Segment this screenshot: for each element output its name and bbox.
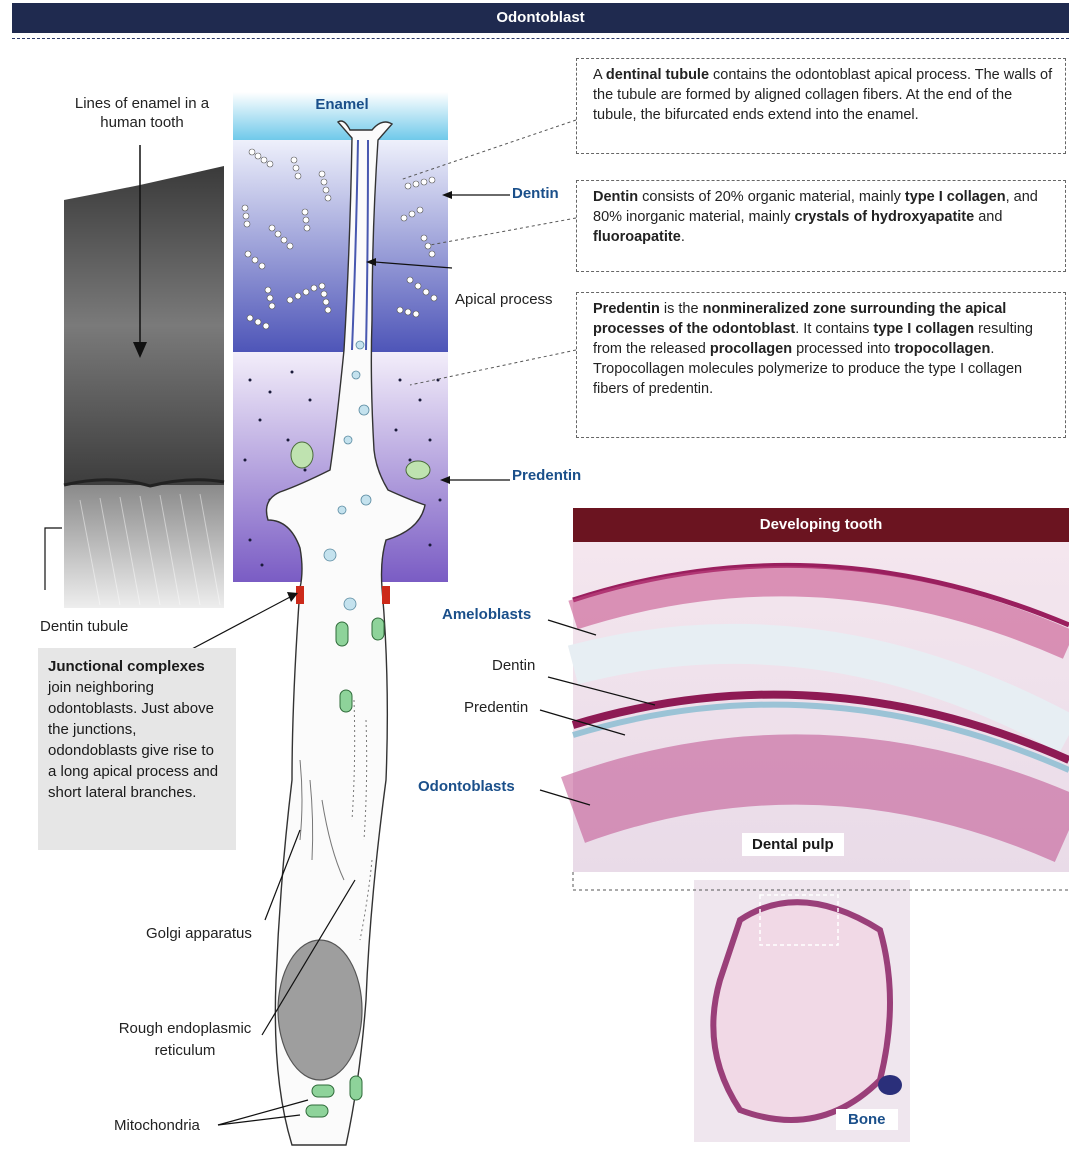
dentin-term-2: type I collagen [905, 189, 1006, 205]
dentin-term-4: fluoroapatite [593, 229, 681, 245]
label-lines-of-enamel: Lines of enamel in a human tooth [62, 94, 222, 132]
dentin-term: Dentin [593, 189, 638, 205]
predentin-info-box: Predentin is the nonmineralized zone sur… [576, 292, 1066, 438]
junctional-complex-right [382, 586, 390, 604]
dentin-text-1: consists of 20% organic material, mainly [638, 189, 905, 205]
dentin-info-box: Dentin consists of 20% organic material,… [576, 180, 1066, 272]
developing-tooth-header: Developing tooth [573, 508, 1069, 542]
label-dental-pulp: Dental pulp [742, 833, 844, 856]
label-odontoblasts: Odontoblasts [418, 778, 515, 795]
tooth-section-photo [694, 880, 910, 1142]
developing-tooth-title: Developing tooth [573, 516, 1069, 533]
label-dentin: Dentin [512, 185, 559, 202]
label-ameloblasts: Ameloblasts [442, 606, 531, 623]
label-dev-dentin: Dentin [492, 656, 535, 675]
dentin-text-3: and [974, 209, 1002, 225]
tubule-text-1: A [593, 67, 606, 83]
predentin-term: Predentin [593, 301, 660, 317]
label-enamel: Enamel [300, 96, 384, 113]
predentin-text-4: processed into [792, 341, 894, 357]
label-mitochondria: Mitochondria [114, 1116, 200, 1135]
tubule-info-box: A dentinal tubule contains the odontobla… [576, 58, 1066, 154]
label-apical-process: Apical process [455, 290, 553, 309]
label-bone: Bone [836, 1109, 898, 1130]
dentin-term-3: crystals of hydroxyapatite [794, 209, 974, 225]
label-dev-predentin: Predentin [464, 698, 528, 717]
dentin-layer [233, 140, 448, 352]
junctional-title: Junctional complexes [48, 658, 205, 675]
dentin-text-4: . [681, 229, 685, 245]
predentin-text-2: . It contains [795, 321, 873, 337]
junctional-complexes-box: Junctional complexes join neighboring od… [38, 648, 236, 850]
label-dentin-tubule: Dentin tubule [40, 617, 128, 636]
enamel-photo [45, 145, 224, 608]
predentin-term-5: tropocollagen [894, 341, 990, 357]
nucleus [278, 940, 362, 1080]
histology-photo [573, 542, 1069, 872]
predentin-term-4: procollagen [710, 341, 792, 357]
predentin-text-1: is the [660, 301, 703, 317]
label-predentin: Predentin [512, 467, 581, 484]
tubule-term: dentinal tubule [606, 67, 709, 83]
predentin-term-3: type I collagen [873, 321, 974, 337]
label-rough-er: Rough endoplasmic reticulum [100, 1018, 270, 1062]
junctional-text: join neighboring odontoblasts. Just abov… [48, 679, 218, 801]
junctional-complex-left [296, 586, 304, 604]
label-golgi-apparatus: Golgi apparatus [146, 924, 252, 943]
